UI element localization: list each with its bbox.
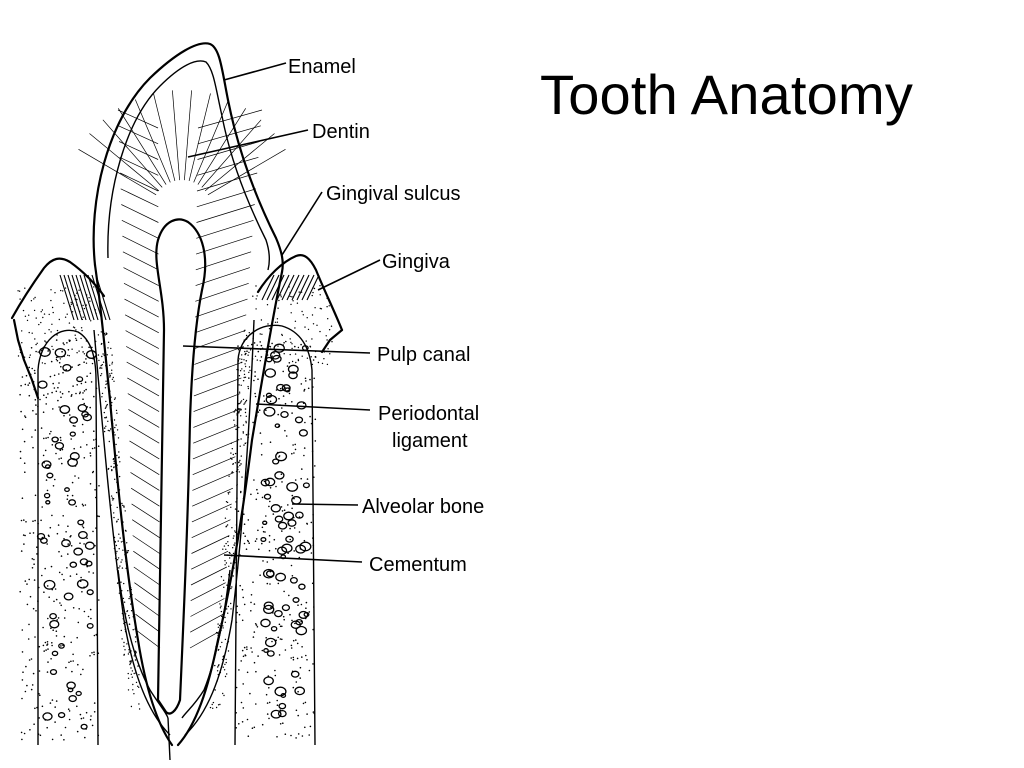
gingival-fibers	[59, 274, 320, 321]
leader-pulp-canal	[182, 345, 371, 354]
dentin-tubules	[78, 90, 286, 649]
leader-alveolar-bone	[291, 503, 359, 506]
label-enamel: Enamel	[288, 56, 356, 78]
label-periodontal: Periodontal	[378, 403, 479, 425]
bone-stipple	[19, 339, 317, 741]
leader-gingival-sulcus	[281, 191, 323, 256]
label-alveolar-bone: Alveolar bone	[362, 496, 484, 518]
label-gingival-sulcus: Gingival sulcus	[326, 183, 461, 205]
bone-trabeculae	[36, 343, 312, 730]
gingiva-shape	[10, 254, 344, 400]
label-gingiva: Gingiva	[382, 251, 451, 273]
pulp-chamber	[155, 218, 207, 715]
leader-gingiva	[317, 259, 381, 291]
labels: Enamel Dentin Gingival sulcus Gingiva Pu…	[288, 56, 484, 576]
label-ligament: ligament	[392, 430, 468, 452]
leader-cementum	[223, 554, 363, 563]
leader-lines	[182, 62, 381, 563]
slide-title: Tooth Anatomy	[540, 63, 914, 126]
gingival-stipple	[17, 285, 333, 366]
leader-dentin	[187, 129, 309, 158]
leader-periodontal	[255, 403, 371, 411]
leader-enamel	[223, 62, 287, 81]
label-pulp-canal: Pulp canal	[377, 344, 470, 366]
label-dentin: Dentin	[312, 121, 370, 143]
alveolar-bone	[19, 324, 317, 746]
tooth	[78, 42, 286, 761]
label-cementum: Cementum	[369, 554, 467, 576]
